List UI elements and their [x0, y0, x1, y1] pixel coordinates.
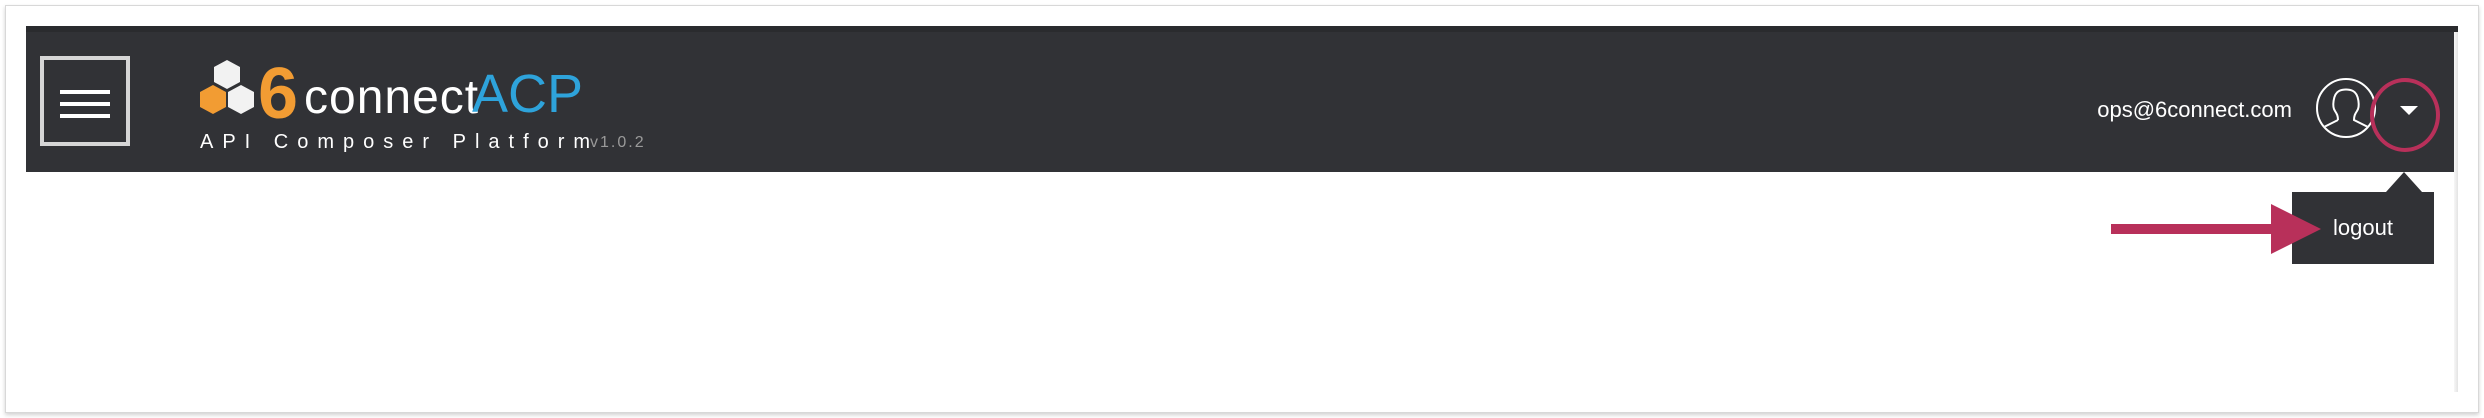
brand-tagline: API Composer Platform — [200, 131, 600, 153]
app-viewport: 6 connect ACP API Composer Platform v1.0… — [26, 26, 2458, 392]
user-email[interactable]: ops@6connect.com — [2097, 97, 2292, 122]
page-scroll-edge — [2454, 32, 2458, 392]
brand-connect: connect — [304, 71, 480, 124]
brand-acp: ACP — [472, 64, 584, 124]
main-menu-button[interactable] — [40, 56, 130, 146]
user-dropdown-menu: logout — [2292, 192, 2434, 264]
annotation-arrow-icon — [2111, 204, 2321, 254]
user-silhouette-icon — [2323, 88, 2369, 128]
user-avatar[interactable] — [2316, 78, 2376, 138]
hexagon-cluster-logo-icon — [200, 60, 254, 114]
logout-menu-item[interactable]: logout — [2333, 215, 2393, 240]
navbar-top-border — [2454, 26, 2458, 32]
brand-six: 6 — [258, 54, 298, 134]
user-menu-toggle[interactable] — [2378, 80, 2444, 150]
top-navbar: 6 connect ACP API Composer Platform v1.0… — [26, 26, 2454, 172]
dropdown-pointer — [2386, 172, 2422, 192]
app-version: v1.0.2 — [590, 134, 646, 151]
brand-logo[interactable]: 6 connect ACP API Composer Platform v1.0… — [200, 54, 680, 160]
caret-down-icon — [2400, 106, 2418, 115]
